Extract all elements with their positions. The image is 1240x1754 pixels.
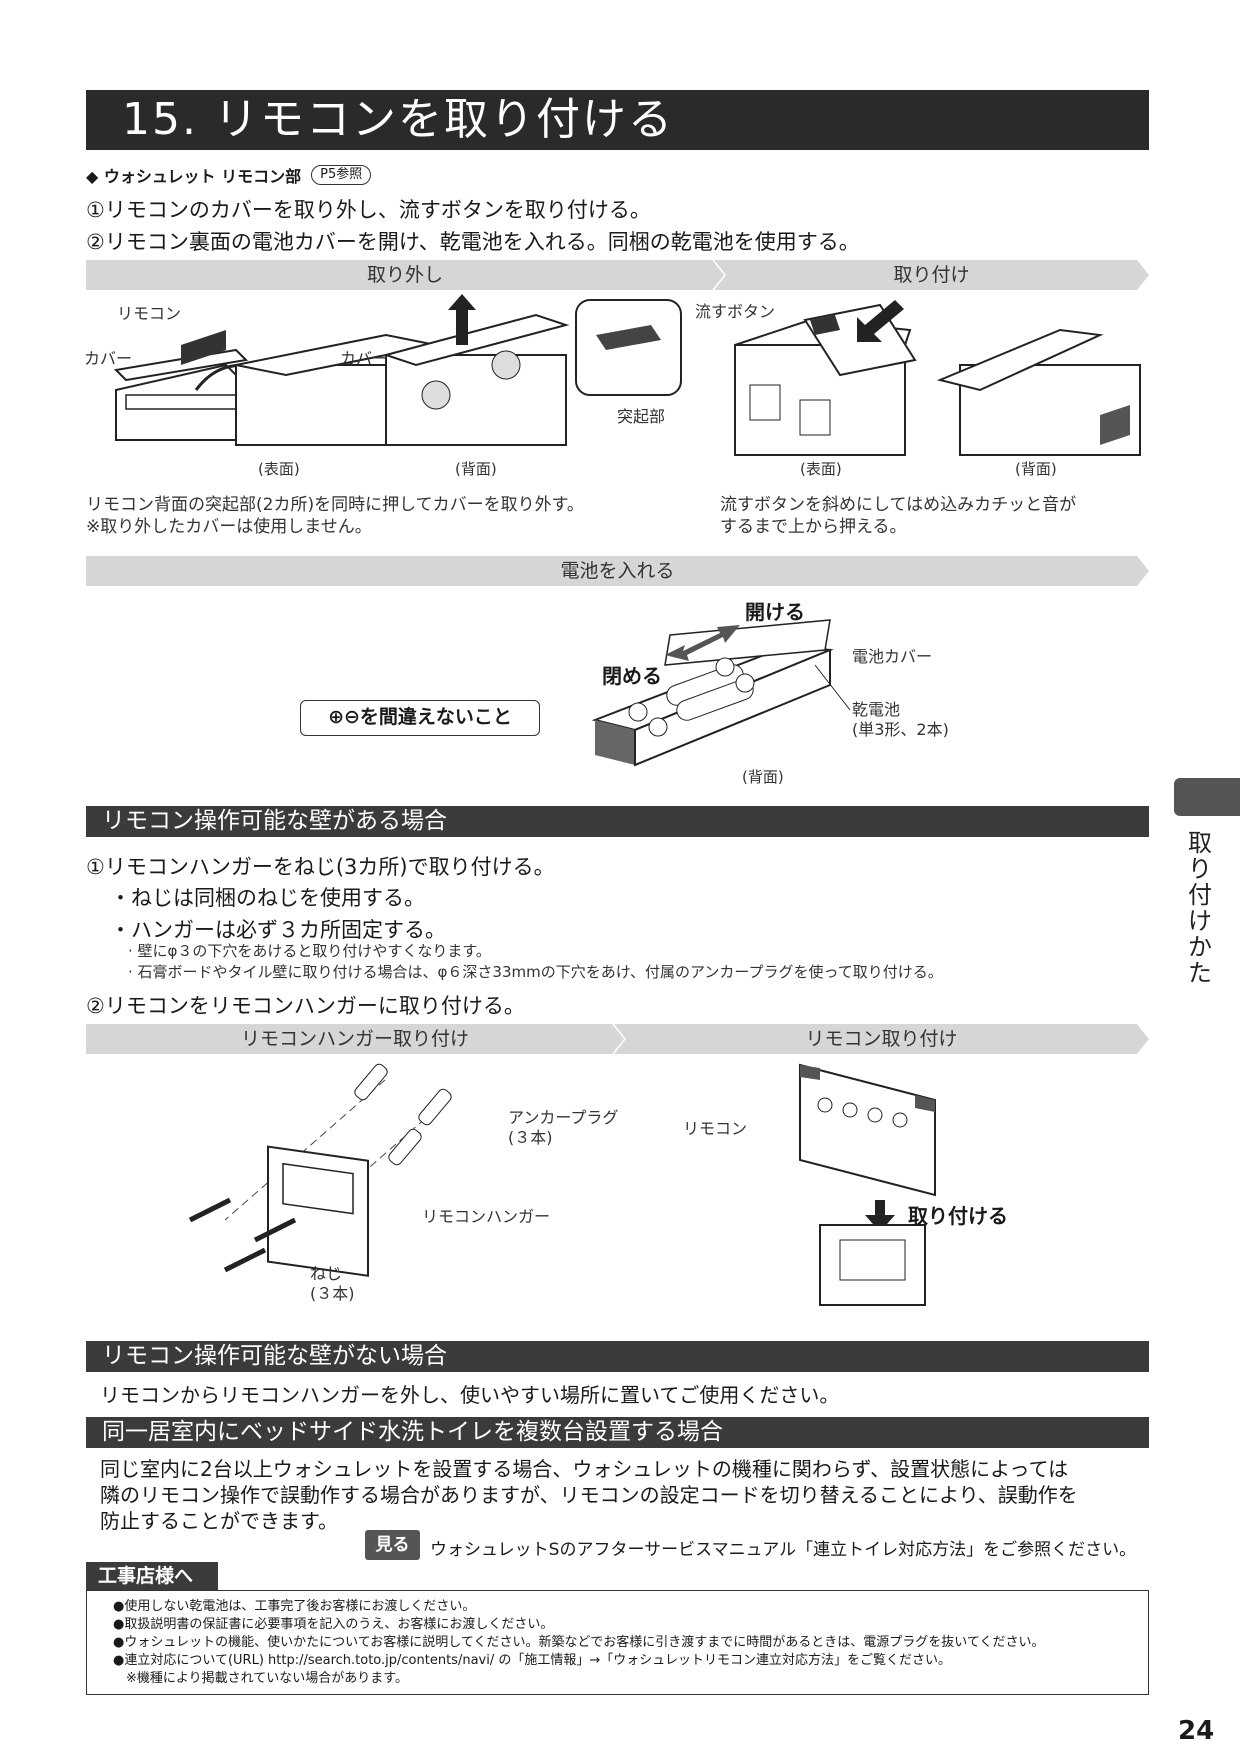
notice-item: ●ウォシュレットの機能、使いかたについてお客様に説明してください。新築などでお客… — [113, 1635, 1045, 1650]
notice-label: 工事店様へ — [86, 1562, 218, 1590]
label-anchor-qty: (３本) — [508, 1128, 553, 1147]
notice-item: ※機種により掲載されていない場合があります。 — [113, 1671, 408, 1686]
step-2: ②リモコン裏面の電池カバーを開け、乾電池を入れる。同梱の乾電池を使用する。 — [86, 230, 860, 254]
wall-step-2: ②リモコンをリモコンハンガーに取り付ける。 — [86, 994, 525, 1018]
label-battery: 乾電池 — [852, 700, 901, 719]
band-hanger: リモコンハンガー取り付け — [86, 1024, 624, 1054]
label-cover-1: カバー — [84, 349, 133, 368]
label-battery-cover: 電池カバー — [852, 647, 933, 666]
label-screw-qty: (３本) — [310, 1284, 355, 1303]
battery-illustration — [591, 619, 851, 767]
hanger-illustration — [188, 1063, 452, 1277]
subtitle-text: ◆ ウォシュレット リモコン部 — [86, 167, 302, 186]
attach-illustration — [734, 300, 1141, 456]
label-back-2: (背面) — [1015, 460, 1057, 478]
section-multi-heading: 同一居室内にベッドサイド水洗トイレを複数台設置する場合 — [86, 1417, 1149, 1448]
label-remocon: リモコン — [117, 304, 182, 323]
nowall-text: リモコンからリモコンハンガーを外し、使いやすい場所に置いてご使用ください。 — [100, 1383, 840, 1407]
remove-caption-2: ※取り外したカバーは使用しません。 — [86, 517, 372, 537]
polarity-note: ⊕⊖を間違えないこと — [300, 700, 540, 736]
section-nowall-heading: リモコン操作可能な壁がない場合 — [86, 1341, 1149, 1372]
label-screw: ねじ — [310, 1264, 343, 1283]
open-close-arrow-icon — [665, 625, 740, 661]
multi-line-3: 防止することができます。 — [100, 1509, 338, 1533]
section-wall-heading: リモコン操作可能な壁がある場合 — [86, 806, 1149, 837]
see-text: ウォシュレットSのアフターサービスマニュアル「連立トイレ対応方法」をご参照くださ… — [430, 1540, 1137, 1560]
label-remocon-2: リモコン — [683, 1119, 748, 1138]
page-title: 15. リモコンを取り付ける — [86, 90, 1149, 150]
label-back-1: (背面) — [455, 460, 497, 478]
remove-illustration — [113, 294, 682, 446]
multi-line-1: 同じ室内に2台以上ウォシュレットを設置する場合、ウォシュレットの機種に関わらず、… — [100, 1457, 1069, 1481]
wall-note-1: · 壁にφ３の下穴をあけると取り付けやすくなります。 — [128, 942, 491, 960]
remote-attach-illustration — [799, 1063, 936, 1306]
remove-caption-1: リモコン背面の突起部(2カ所)を同時に押してカバーを取り外す。 — [86, 495, 584, 515]
label-attach: 取り付ける — [908, 1204, 1008, 1228]
wall-step-1: ①リモコンハンガーをねじ(3カ所)で取り付ける。 — [86, 855, 555, 879]
attach-caption-1: 流すボタンを斜めにしてはめ込みカチッと音が — [720, 495, 1077, 515]
side-tab-marker — [1174, 778, 1240, 816]
band-remove: 取り外し — [86, 260, 724, 290]
notice-item: ●連立対応について(URL) http://search.toto.jp/con… — [113, 1653, 951, 1668]
wall-note-2: · 石膏ボードやタイル壁に取り付ける場合は、φ６深さ33mmの下穴をあけ、付属の… — [128, 963, 943, 981]
attach-caption-2: するまで上から押える。 — [720, 517, 907, 537]
label-open: 開ける — [745, 600, 805, 624]
label-protrusion: 突起部 — [617, 407, 666, 426]
label-flush-button: 流すボタン — [695, 302, 776, 321]
label-close: 閉める — [602, 664, 662, 688]
notice-box: ●使用しない乾電池は、工事完了後お客様にお渡しください。 ●取扱説明書の保証書に… — [86, 1590, 1149, 1695]
label-hanger: リモコンハンガー — [422, 1207, 551, 1226]
label-back-3: (背面) — [742, 768, 784, 786]
step-1: ①リモコンのカバーを取り外し、流すボタンを取り付ける。 — [86, 198, 651, 222]
wall-bullet-1: ・ねじは同梱のねじを使用する。 — [110, 886, 425, 910]
side-tab-label: 取り付けかた — [1188, 829, 1212, 987]
page-ref-badge: P5参照 — [311, 165, 372, 185]
wall-bullet-2: ・ハンガーは必ず３カ所固定する。 — [110, 918, 446, 942]
notice-item: ●取扱説明書の保証書に必要事項を記入のうえ、お客様にお渡しください。 — [113, 1617, 554, 1632]
subtitle: ◆ ウォシュレット リモコン部 P5参照 — [86, 163, 372, 187]
label-cover-2: カバー — [340, 349, 389, 368]
band-attach: 取り付け — [714, 260, 1149, 290]
label-battery-spec: (単3形、2本) — [852, 720, 949, 739]
see-badge: 見る — [365, 1530, 420, 1560]
notice-item: ●使用しない乾電池は、工事完了後お客様にお渡しください。 — [113, 1599, 476, 1614]
label-anchor: アンカープラグ — [508, 1108, 619, 1127]
band-battery: 電池を入れる — [86, 556, 1149, 586]
page-number: 24 — [1178, 1716, 1215, 1746]
label-front-1: (表面) — [258, 460, 300, 478]
multi-line-2: 隣のリモコン操作で誤動作する場合がありますが、リモコンの設定コードを切り替えるこ… — [100, 1483, 1078, 1507]
band-remote-attach: リモコン取り付け — [614, 1024, 1149, 1054]
label-front-2: (表面) — [800, 460, 842, 478]
